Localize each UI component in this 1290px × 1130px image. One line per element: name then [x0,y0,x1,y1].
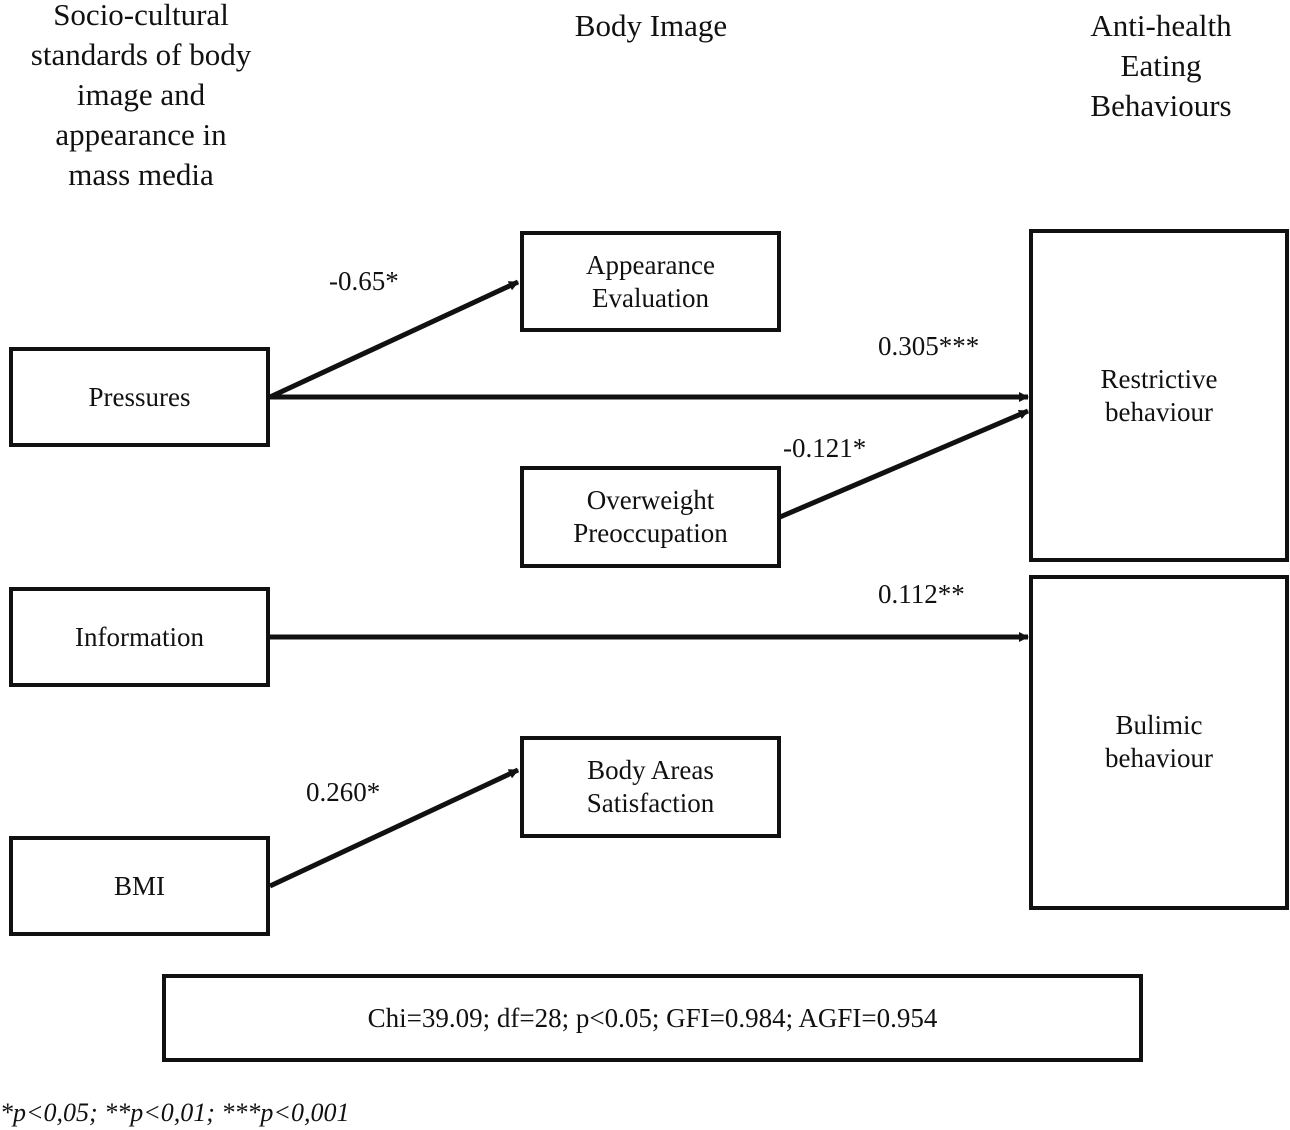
node-body-areas-satisfaction-label: Body Areas Satisfaction [586,755,715,818]
node-pressures-label: Pressures [88,381,191,412]
node-body-areas-satisfaction: Body Areas Satisfaction [520,736,781,838]
node-bmi-label: BMI [113,870,165,901]
node-bulimic-behaviour: Bulimic behaviour [1029,575,1289,910]
node-information-label: Information [75,621,204,652]
node-appearance-evaluation: Appearance Evaluation [520,231,781,332]
coefficient-pressures-restrictive: 0.305*** [878,331,980,361]
model-fit-box: Chi=39.09; df=28; p<0.05; GFI=0.984; AGF… [162,974,1143,1062]
model-fit-indices: Chi=39.09; df=28; p<0.05; GFI=0.984; AGF… [367,1003,938,1033]
node-overweight-preoccupation-label: Overweight Preoccupation [573,485,728,548]
node-pressures: Pressures [9,347,270,447]
node-information: Information [9,587,270,687]
node-appearance-evaluation-label: Appearance Evaluation [586,249,715,313]
node-overweight-preoccupation: Overweight Preoccupation [520,466,781,568]
arrow-overweight-to-restrictive-behaviour [779,408,1029,520]
heading-body-image: Body Image [574,8,728,43]
coefficient-bmi-body-areas: 0.260* [306,777,381,807]
node-bmi: BMI [9,836,270,936]
node-restrictive-behaviour: Restrictive behaviour [1029,229,1289,562]
coefficient-overweight-restrictive: -0.121* [783,433,867,463]
arrow-pressures-to-appearance-evaluation [268,279,520,400]
heading-anti-health: Anti-health Eating Behaviours [1090,8,1232,123]
node-restrictive-behaviour-label: Restrictive behaviour [1100,364,1218,427]
arrow-bmi-to-body-areas-satisfaction [268,767,520,889]
significance-footnote: *p<0,05; **p<0,01; ***p<0,001 [0,1098,350,1127]
heading-socio-cultural: Socio-cultural standards of body image a… [30,0,252,192]
coefficient-pressures-appearance: -0.65* [329,266,399,296]
coefficient-information-bulimic: 0.112** [878,579,965,609]
node-bulimic-behaviour-label: Bulimic behaviour [1105,710,1213,773]
